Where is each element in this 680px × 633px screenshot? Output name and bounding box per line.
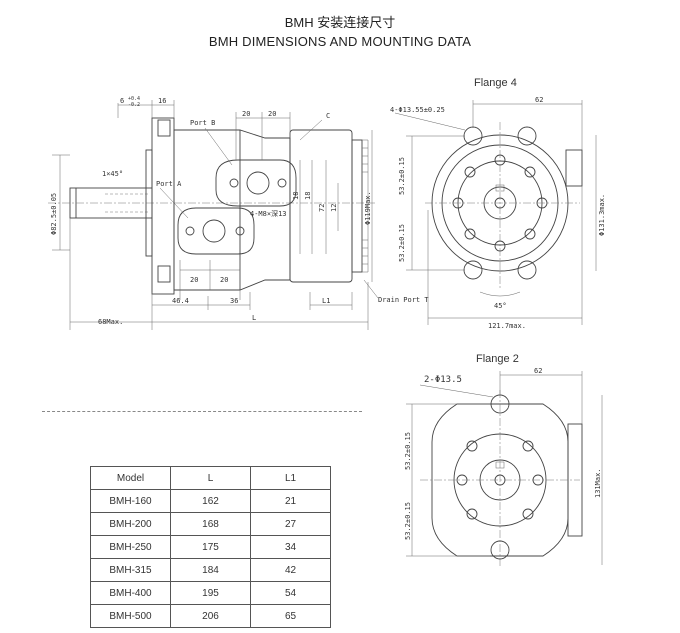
flange-4-d131: Φ131.3max. xyxy=(598,194,606,236)
dim-20-top-a: 20 xyxy=(242,110,250,118)
table-cell-model: BMH-500 xyxy=(90,604,171,628)
flange-4-hole-br xyxy=(517,260,537,280)
label-port-b: Port B xyxy=(190,119,215,127)
flange-4-d62: 62 xyxy=(535,96,543,104)
table-cell-l: 195 xyxy=(170,581,251,605)
flange-4-hole-bl xyxy=(463,260,483,280)
table-header-row: Model L L1 xyxy=(90,466,331,490)
table-row: BMH-250 175 34 xyxy=(90,535,331,559)
flange-4-d53-a: 53.2±0.15 xyxy=(398,157,406,195)
dim-36: 36 xyxy=(230,297,238,305)
end-cap xyxy=(351,139,363,273)
dim-68max: 68Max. xyxy=(98,318,123,326)
flange-2-labels: Flange 2 2-Φ13.5 62 53.2±0.15 53.2±0.15 … xyxy=(404,353,602,540)
table-header-l1: L1 xyxy=(250,466,331,490)
table-cell-model: BMH-200 xyxy=(90,512,171,536)
dim-l: L xyxy=(252,314,256,322)
side-view-labels: 6 +0.4 -0.2 16 20 20 Port B C 1×45° Port… xyxy=(50,96,429,326)
table-row: BMH-500 206 65 xyxy=(90,604,331,628)
table-row: BMH-200 168 27 xyxy=(90,512,331,536)
dim-119: Φ119Max. xyxy=(364,191,372,225)
flange-2-d131: 131Max. xyxy=(594,468,602,498)
flange-2-d53-b: 53.2±0.15 xyxy=(404,502,412,540)
mounting-flange xyxy=(151,117,175,295)
dim-6-tol: +0.4 xyxy=(128,96,140,102)
flange-2-title: Flange 2 xyxy=(476,353,519,365)
section-divider xyxy=(42,411,362,412)
flange-4-d121: 121.7max. xyxy=(488,322,526,330)
side-view xyxy=(48,100,379,330)
table-row: BMH-400 195 54 xyxy=(90,581,331,605)
table-cell-model: BMH-160 xyxy=(90,489,171,513)
table-row: BMH-160 162 21 xyxy=(90,489,331,513)
label-c: C xyxy=(326,112,330,120)
table-cell-l1: 42 xyxy=(250,558,331,582)
dim-6: 6 xyxy=(120,97,124,105)
flange-4-hole-tr xyxy=(517,126,537,146)
flange-2-d62: 62 xyxy=(534,367,542,375)
table-cell-l1: 27 xyxy=(250,512,331,536)
port-b-hole xyxy=(246,171,270,195)
dim-chamfer: 1×45° xyxy=(102,170,123,178)
flange-4-angle: 45° xyxy=(494,302,507,310)
flange-4-d53-b: 53.2±0.15 xyxy=(398,224,406,262)
flange-2-d53-a: 53.2±0.15 xyxy=(404,432,412,470)
label-port-a: Port A xyxy=(156,180,182,188)
title-english: BMH DIMENSIONS AND MOUNTING DATA xyxy=(208,34,472,49)
flange-2-outline xyxy=(431,403,569,557)
flange-4-labels: Flange 4 4-Φ13.55±0.25 62 53.2±0.15 53.2… xyxy=(390,77,606,330)
table-cell-l: 175 xyxy=(170,535,251,559)
table-header-model: Model xyxy=(90,466,171,490)
dimensions-table: Model L L1 BMH-160 162 21 BMH-200 168 27… xyxy=(90,466,331,628)
table-cell-model: BMH-400 xyxy=(90,581,171,605)
table-cell-l1: 34 xyxy=(250,535,331,559)
dim-shaft-dia: Φ82.5±0.05 xyxy=(50,193,58,235)
table-cell-l: 168 xyxy=(170,512,251,536)
flange-4-holes: 4-Φ13.55±0.25 xyxy=(390,106,445,114)
port-a-hole xyxy=(202,219,226,243)
table-cell-l1: 21 xyxy=(250,489,331,513)
flange-4-view xyxy=(394,100,597,325)
table-cell-l: 162 xyxy=(170,489,251,513)
dim-thread: 4-M8×深13 xyxy=(250,209,287,218)
label-drain-port: Drain Port T xyxy=(378,296,429,304)
flange-4-hole-tl xyxy=(463,126,483,146)
title-chinese: BMH 安装连接尺寸 xyxy=(284,15,396,30)
port-b-block xyxy=(215,159,297,207)
dim-20-bot-a: 20 xyxy=(190,276,198,284)
dim-18-a: 18 xyxy=(292,192,300,200)
table-row: BMH-315 184 42 xyxy=(90,558,331,582)
table-cell-l1: 65 xyxy=(250,604,331,628)
dim-20-bot-b: 20 xyxy=(220,276,228,284)
table-cell-l: 184 xyxy=(170,558,251,582)
dim-18-b: 18 xyxy=(304,192,312,200)
dim-46-4: 46.4 xyxy=(172,297,189,305)
dim-16: 16 xyxy=(158,97,166,105)
table-cell-l1: 54 xyxy=(250,581,331,605)
dim-20-top-b: 20 xyxy=(268,110,276,118)
dim-6-tol-low: -0.2 xyxy=(128,102,140,108)
table-header-l: L xyxy=(170,466,251,490)
dim-72: 72 xyxy=(318,204,326,212)
flange-4-title: Flange 4 xyxy=(474,77,517,89)
flange-2-holes: 2-Φ13.5 xyxy=(424,375,462,385)
port-a-block xyxy=(177,207,255,255)
dim-12: 12 xyxy=(330,204,338,212)
table-cell-l: 206 xyxy=(170,604,251,628)
table-cell-model: BMH-315 xyxy=(90,558,171,582)
flange-2-view xyxy=(406,371,603,566)
dim-l1: L1 xyxy=(322,297,330,305)
table-cell-model: BMH-250 xyxy=(90,535,171,559)
